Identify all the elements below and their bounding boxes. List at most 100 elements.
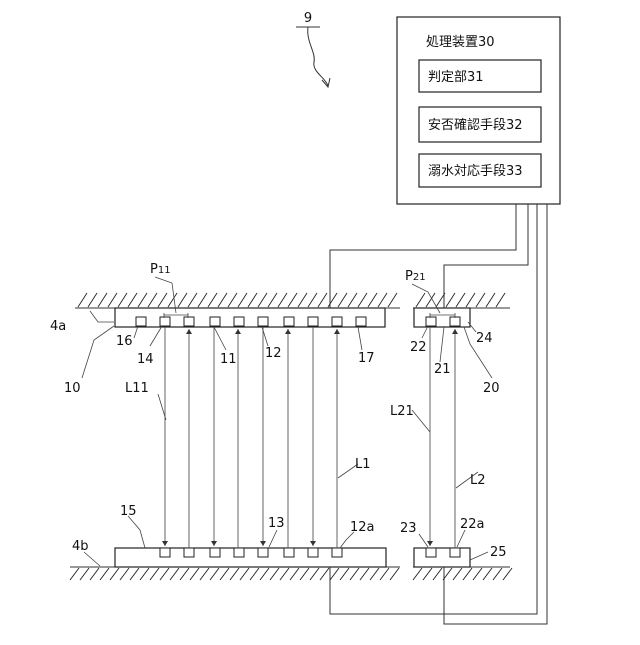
hatch-mark: [388, 293, 397, 307]
label-16: 16: [116, 334, 133, 349]
label-l1: L1: [355, 457, 371, 472]
hatch-mark: [198, 293, 207, 307]
label-p21: P21: [405, 269, 426, 284]
hatch-mark: [320, 568, 329, 580]
leader-14: [150, 326, 162, 346]
hatch-mark: [300, 568, 309, 580]
leader-4b: [84, 552, 100, 566]
sensor-element: [426, 317, 436, 326]
hatch-mark: [270, 568, 279, 580]
hatch-mark: [188, 293, 197, 307]
leader-11: [214, 327, 226, 350]
sensor-element: [308, 548, 318, 557]
hatch-mark: [308, 293, 317, 307]
hatch-mark: [328, 293, 337, 307]
label-17: 17: [358, 351, 375, 366]
hatch-mark: [220, 568, 229, 580]
label-12a: 12a: [350, 520, 375, 535]
upper-wall-hatching: [78, 293, 505, 307]
lower-wall-4b: [70, 567, 512, 580]
hatch-mark: [260, 568, 269, 580]
leader-25: [470, 552, 488, 560]
hatch-mark: [80, 568, 89, 580]
sensor-element: [160, 548, 170, 557]
hatch-mark: [230, 568, 239, 580]
label-22a: 22a: [460, 517, 485, 532]
sensor-element: [450, 548, 460, 557]
figure-number: 9: [296, 11, 330, 87]
leader-15: [128, 516, 145, 548]
hatch-mark: [100, 568, 109, 580]
hatch-mark: [310, 568, 319, 580]
leader-22a: [457, 530, 465, 547]
label-24: 24: [476, 331, 493, 346]
hatch-mark: [368, 293, 377, 307]
hatch-mark: [466, 293, 475, 307]
label-25: 25: [490, 545, 507, 560]
label-4a: 4a: [50, 319, 66, 334]
hatch-mark: [350, 568, 359, 580]
hatch-mark: [380, 568, 389, 580]
hatch-mark: [390, 568, 399, 580]
hatch-mark: [298, 293, 307, 307]
hatch-mark: [258, 293, 267, 307]
hatch-mark: [168, 293, 177, 307]
hatch-mark: [463, 568, 472, 580]
sensor-element: [332, 317, 342, 326]
processing-unit-title: 処理装置30: [426, 35, 495, 50]
leader-21: [440, 327, 444, 362]
hatch-mark: [456, 293, 465, 307]
hatch-mark: [170, 568, 179, 580]
leader-16: [134, 326, 138, 338]
sensor-unit-20: [414, 308, 470, 327]
hatch-mark: [330, 568, 339, 580]
label-14: 14: [137, 352, 154, 367]
hatch-mark: [98, 293, 107, 307]
label-l11: L11: [125, 381, 149, 396]
label-20: 20: [483, 381, 500, 396]
hatch-mark: [453, 568, 462, 580]
sensor-element: [356, 317, 366, 326]
figure-number-label: 9: [304, 11, 312, 26]
label-10: 10: [64, 381, 81, 396]
sensor-unit-10-housing: [115, 308, 385, 327]
label-13: 13: [268, 516, 285, 531]
hatch-mark: [278, 293, 287, 307]
sensor-element: [184, 548, 194, 557]
sensor-element: [210, 548, 220, 557]
hatch-mark: [318, 293, 327, 307]
processing-unit: 処理装置30 判定部31 安否確認手段32 溺水対応手段33: [397, 17, 560, 204]
label-l2: L2: [470, 473, 486, 488]
hatch-mark: [218, 293, 227, 307]
hatch-mark: [110, 568, 119, 580]
sensor-element: [284, 317, 294, 326]
hatch-mark: [200, 568, 209, 580]
module-label-33: 溺水対応手段33: [428, 164, 523, 179]
hatch-mark: [240, 568, 249, 580]
hatch-mark: [483, 568, 492, 580]
leader-13: [269, 530, 277, 547]
sensor-unit-10: [115, 308, 385, 327]
hatch-mark: [496, 293, 505, 307]
leader-10: [82, 326, 114, 378]
sensor-element: [234, 317, 244, 326]
leader-22: [422, 326, 428, 338]
hatch-mark: [238, 293, 247, 307]
sensor-element: [234, 548, 244, 557]
cable-to-unit-10: [330, 204, 516, 308]
label-4b: 4b: [72, 539, 89, 554]
hatch-mark: [493, 568, 502, 580]
leader-lines: [82, 311, 492, 566]
hatch-mark: [130, 568, 139, 580]
hatch-mark: [358, 293, 367, 307]
sensor-unit-25-housing: [414, 548, 470, 567]
hatch-mark: [423, 568, 432, 580]
hatch-mark: [78, 293, 87, 307]
figure-number-leader: [308, 27, 328, 86]
hatch-mark: [503, 568, 512, 580]
label-23: 23: [400, 521, 417, 536]
hatch-mark: [338, 293, 347, 307]
module-label-32: 安否確認手段32: [428, 117, 523, 133]
hatch-mark: [413, 568, 422, 580]
